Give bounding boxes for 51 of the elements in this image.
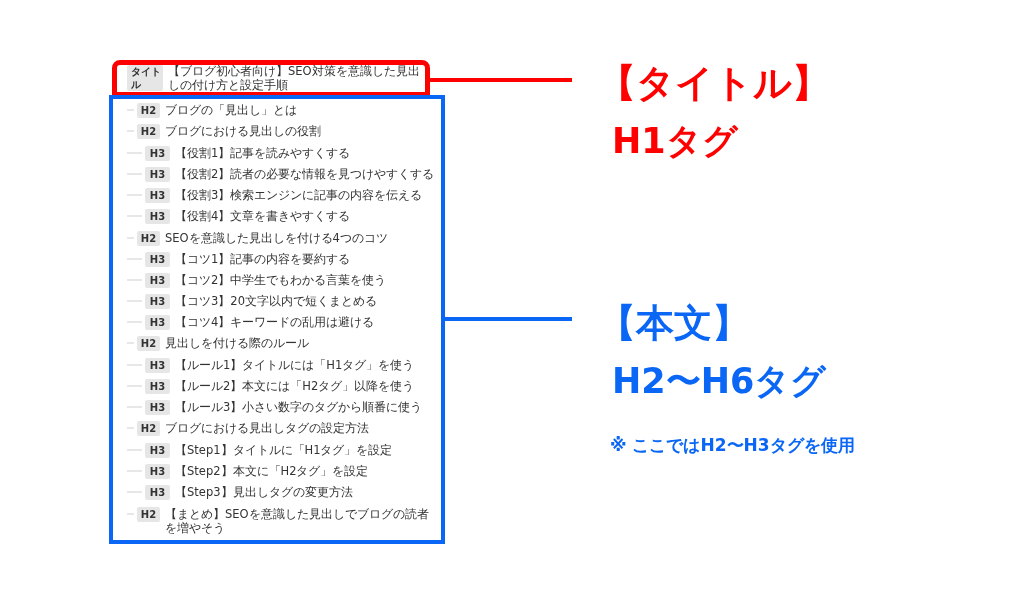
heading-text: 【役割4】文章を書きやすくする [175,209,352,223]
heading-tag: H3 [145,208,170,224]
heading-text: 【ルール3】小さい数字のタグから順番に使う [175,400,424,414]
heading-tag: H2 [137,123,160,139]
heading-tag: H3 [145,187,170,203]
heading-text: 【Step2】本文に「H2タグ」を設定 [175,464,370,478]
note-text: ※ ここではH2〜H3タグを使用 [610,434,855,457]
heading-text: 【ルール1】タイトルには「H1タグ」を使う [175,358,416,372]
connector-line [445,317,572,321]
heading-tag: H2 [137,506,160,522]
tag-name: H1タグ [612,120,738,162]
body-frame [109,95,445,544]
heading-tag: H3 [145,378,170,394]
heading-tag: H3 [145,484,170,500]
heading-tag: H3 [145,251,170,267]
heading-text: ブログにおける見出しの役割 [165,124,322,138]
heading-text: ブログの「見出し」とは [165,103,298,117]
heading-text: 【役割1】記事を読みやすくする [175,146,352,160]
heading-tag: H3 [145,166,170,182]
section-heading: 【本文】 [598,300,750,346]
heading-text: 【コツ2】中学生でもわかる言葉を使う [175,273,388,287]
heading-text: SEOを意識した見出しを付ける4つのコツ [165,231,389,245]
heading-text: ブログにおける見出しタグの設定方法 [165,421,370,435]
heading-text: 【コツ3】20文字以内で短くまとめる [175,294,378,308]
title-frame [112,60,430,95]
heading-tag: H2 [137,230,160,246]
heading-tag: H2 [137,420,160,436]
heading-tag: H3 [145,463,170,479]
section-heading: 【タイトル】 [598,60,830,106]
connector-line [430,78,572,82]
heading-text: 見出しを付ける際のルール [165,336,310,350]
heading-tag: H3 [145,293,170,309]
heading-text: 【Step1】タイトルに「H1タグ」を設定 [175,443,394,457]
heading-tag: H2 [137,102,160,118]
heading-text: 【役割3】検索エンジンに記事の内容を伝える [175,188,424,202]
heading-text: 【役割2】読者の必要な情報を見つけやすくする [175,167,436,181]
heading-tag: H3 [145,314,170,330]
tag-name: H2〜H6タグ [612,360,827,402]
heading-tag: H3 [145,442,170,458]
heading-tag: H3 [145,357,170,373]
heading-text: 【ルール2】本文には「H2タグ」以降を使う [175,379,416,393]
heading-text: 【Step3】見出しタグの変更方法 [175,485,354,499]
heading-tag: H3 [145,399,170,415]
heading-tag: H3 [145,145,170,161]
heading-text: 【コツ4】キーワードの乱用は避ける [175,315,376,329]
heading-text: 【まとめ】SEOを意識した見出しでブログの読者を増やそう [165,507,430,535]
heading-tag: H3 [145,272,170,288]
heading-tag: タイトル [127,65,163,91]
heading-tag: H2 [137,335,160,351]
title-text: 【ブログ初心者向け】SEO対策を意識した見出しの付け方と設定手順 [168,64,421,92]
heading-text: 【コツ1】記事の内容を要約する [175,252,352,266]
